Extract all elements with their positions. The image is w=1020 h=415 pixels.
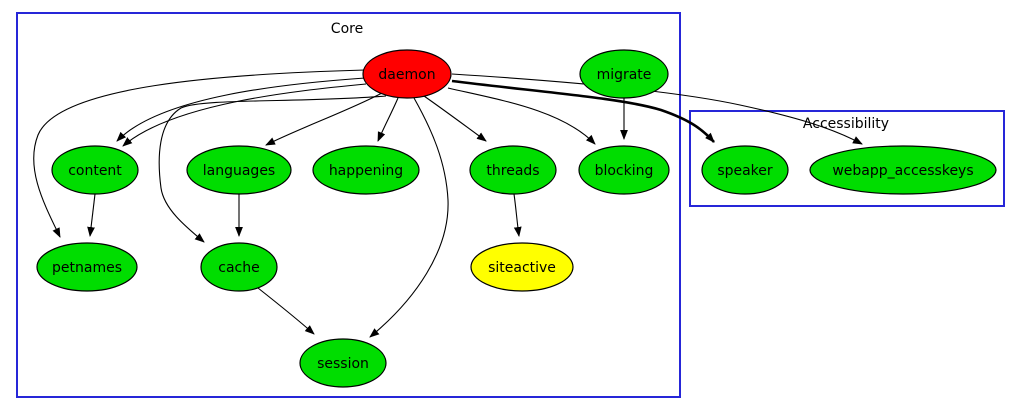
cluster-accessibility-label: Accessibility xyxy=(803,116,889,132)
edge-daemon-webapp-accesskeys xyxy=(451,73,863,145)
edge-threads-siteactive xyxy=(513,193,522,237)
node-daemon-shape xyxy=(362,49,452,99)
node-siteactive: siteactive xyxy=(470,242,574,292)
edge-daemon-cache xyxy=(158,95,387,243)
edge-daemon-content-1 xyxy=(116,77,366,142)
node-daemon: daemon xyxy=(362,49,452,99)
node-cache-label: cache xyxy=(218,260,259,276)
cluster-core-box xyxy=(16,12,681,398)
node-webapp-accesskeys-shape xyxy=(809,145,997,195)
node-webapp-accesskeys: webapp_accesskeys xyxy=(809,145,997,195)
node-daemon-label: daemon xyxy=(378,67,435,83)
node-content-shape xyxy=(51,145,139,195)
node-petnames-shape xyxy=(36,242,138,292)
cluster-accessibility-box xyxy=(689,110,1005,207)
edge-daemon-session xyxy=(369,97,449,338)
node-migrate: migrate xyxy=(579,49,669,99)
node-migrate-label: migrate xyxy=(597,67,652,83)
node-threads: threads xyxy=(469,145,557,195)
node-threads-shape xyxy=(469,145,557,195)
node-happening-label: happening xyxy=(329,163,403,179)
node-webapp-accesskeys-label: webapp_accesskeys xyxy=(832,163,973,179)
node-happening-shape xyxy=(312,145,420,195)
edge-daemon-threads xyxy=(423,95,487,142)
edge-cache-session xyxy=(257,287,315,335)
node-content-label: content xyxy=(68,163,122,179)
edge-daemon-petnames xyxy=(33,69,366,238)
node-languages: languages xyxy=(186,145,292,195)
cluster-core-label: Core xyxy=(331,21,363,37)
node-blocking-label: blocking xyxy=(595,163,654,179)
node-petnames-label: petnames xyxy=(52,260,122,276)
edge-daemon-happening xyxy=(377,97,399,142)
node-session-label: session xyxy=(317,356,369,372)
node-languages-label: languages xyxy=(203,163,275,179)
node-speaker-shape xyxy=(701,145,789,195)
node-siteactive-shape xyxy=(470,242,574,292)
node-siteactive-label: siteactive xyxy=(488,260,556,276)
edge-content-petnames xyxy=(87,193,96,237)
node-cache-shape xyxy=(200,242,278,292)
node-content: content xyxy=(51,145,139,195)
node-speaker: speaker xyxy=(701,145,789,195)
node-threads-label: threads xyxy=(486,163,539,179)
node-session-shape xyxy=(299,338,387,388)
node-languages-shape xyxy=(186,145,292,195)
node-blocking: blocking xyxy=(578,145,670,195)
edge-daemon-languages xyxy=(265,92,383,146)
node-blocking-shape xyxy=(578,145,670,195)
node-cache: cache xyxy=(200,242,278,292)
node-session: session xyxy=(299,338,387,388)
node-migrate-shape xyxy=(579,49,669,99)
node-petnames: petnames xyxy=(36,242,138,292)
node-happening: happening xyxy=(312,145,420,195)
edge-daemon-blocking xyxy=(447,87,596,145)
node-speaker-label: speaker xyxy=(717,163,773,179)
edge-daemon-speaker xyxy=(451,79,715,143)
